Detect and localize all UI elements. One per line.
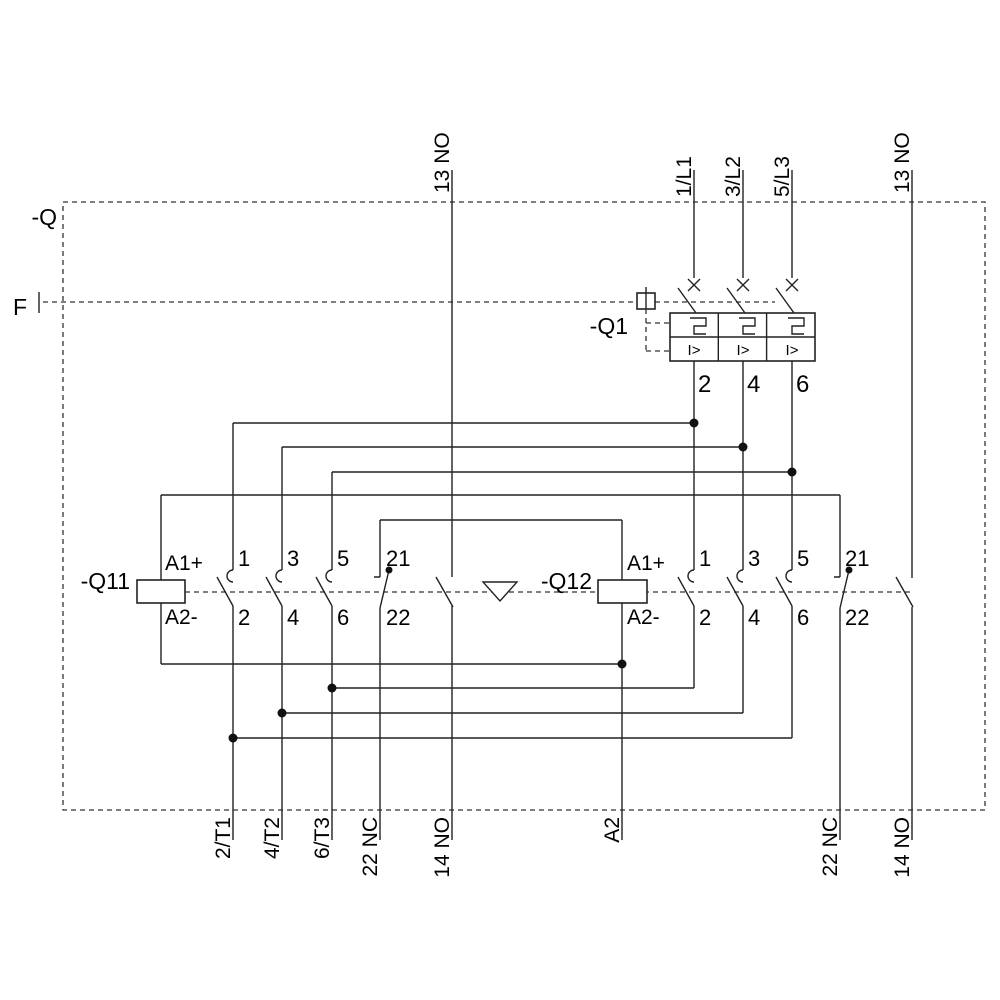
mechanical-interlock-icon (481, 581, 519, 603)
contactor-q11-coil: -Q11 A1+ A2- (81, 552, 203, 629)
breaker-to-q11-horizontals (233, 422, 792, 473)
q12-b2: 2 (699, 605, 711, 630)
q11-nc-pivot-dot (385, 566, 393, 574)
q12-nc-fixed-terminal (834, 495, 841, 578)
junction-dot (327, 683, 337, 693)
device-boundary-frame (62, 201, 986, 811)
q11-main-contact-blades (216, 576, 333, 607)
breaker-out-2: 2 (698, 371, 711, 398)
q11-bottom-verticals (232, 606, 453, 840)
terminal-6t3-label: 6/T3 (311, 817, 334, 859)
q12-nc-pivot-dot (845, 566, 853, 574)
q12-aux-13no-label: 13 NO (891, 132, 914, 193)
breaker-to-q12-verticals (693, 361, 793, 570)
q12-main-contact-hooks (687, 569, 793, 583)
terminal-14no-right-label: 14 NO (891, 817, 914, 878)
q11-nc-fixed-terminal (374, 520, 381, 578)
breaker-body-dividers (670, 313, 815, 361)
q11-b22: 22 (386, 605, 410, 630)
q11-b2: 2 (238, 605, 250, 630)
supply-3l2-label: 3/L2 (722, 156, 745, 197)
breaker-actuation-links (645, 309, 670, 352)
q12-b4: 4 (748, 605, 760, 630)
terminal-2t1-label: 2/T1 (212, 817, 235, 859)
q12-b22: 22 (845, 605, 869, 630)
junction-dot (738, 442, 748, 452)
q11-a2-label: A2- (165, 606, 198, 629)
q11-t21: 21 (386, 546, 410, 571)
overcurrent-release-label-3: I> (786, 342, 799, 359)
junction-dots (228, 418, 797, 743)
q11-contacts: 1 3 5 21 2 4 6 22 (216, 546, 454, 630)
q12-bottom-verticals (693, 606, 913, 840)
supply-5l3-label: 5/L3 (771, 156, 794, 197)
q11-t5: 5 (337, 546, 349, 571)
bottom-terminal-labels: 2/T1 4/T2 6/T3 22 NC 14 NO A2 22 NC 14 N… (212, 817, 914, 878)
overcurrent-release-label-2: I> (737, 342, 750, 359)
q12-nc-blade (839, 569, 850, 609)
top-terminal-labels: 13 NO 1/L1 3/L2 5/L3 13 NO (431, 132, 914, 197)
frame-ref-label: -Q (31, 204, 57, 230)
q11-b4: 4 (287, 605, 299, 630)
q12-main-contact-blades (677, 576, 793, 607)
junction-dot (787, 467, 797, 477)
terminal-22nc-left-label: 22 NC (359, 817, 382, 877)
q11-main-contact-hooks (226, 569, 333, 583)
circuit-breaker-q1: I> I> I> 2 4 6 -Q1 (590, 278, 816, 398)
breaker-ref-label: -Q1 (590, 313, 628, 339)
q12-coil-box (597, 579, 648, 604)
terminal-a2-label: A2 (601, 817, 624, 843)
f-line-label: F (13, 294, 27, 320)
q12-t3: 3 (748, 546, 760, 571)
q11-t3: 3 (287, 546, 299, 571)
junction-dot (689, 418, 699, 428)
q11-a1-label: A1+ (165, 552, 203, 575)
phase-swap-horizontals (233, 687, 792, 739)
q12-a2-label: A2- (627, 606, 660, 629)
junction-dot (277, 708, 287, 718)
breaker-out-6: 6 (796, 371, 809, 398)
overcurrent-release-label-1: I> (688, 342, 701, 359)
breaker-out-4: 4 (747, 371, 760, 398)
junction-dot (228, 733, 238, 743)
q12-t21: 21 (845, 546, 869, 571)
q11-contact-feed-verticals (232, 423, 333, 570)
thermal-release-icon (690, 317, 805, 335)
terminal-4t2-label: 4/T2 (261, 817, 284, 859)
q12-t5: 5 (797, 546, 809, 571)
q11-t1: 1 (238, 546, 250, 571)
q12-contacts: 1 3 5 21 2 4 6 22 (677, 546, 914, 630)
q11-ref-label: -Q11 (81, 568, 130, 594)
supply-lines-l1-l2-l3 (693, 170, 793, 278)
q11-nc-blade (379, 569, 390, 609)
q12-a1-label: A1+ (627, 552, 665, 575)
breaker-contact-cross-icon (687, 278, 799, 292)
q11-coil-box (136, 579, 186, 604)
q12-b6: 6 (797, 605, 809, 630)
breaker-switch-blades (677, 287, 795, 314)
supply-1l1-label: 1/L1 (673, 156, 696, 197)
contactor-q12-coil: -Q12 A1+ A2- (541, 552, 665, 629)
q12-ref-label: -Q12 (541, 568, 592, 594)
q11-aux-no-blade (435, 576, 454, 608)
q12-aux-no-blade (895, 576, 914, 608)
q11-aux-13no-label: 13 NO (431, 132, 454, 193)
q11-b6: 6 (337, 605, 349, 630)
terminal-22nc-right-label: 22 NC (819, 817, 842, 877)
terminal-14no-left-label: 14 NO (431, 817, 454, 878)
junction-dot (617, 659, 627, 669)
q12-t1: 1 (699, 546, 711, 571)
